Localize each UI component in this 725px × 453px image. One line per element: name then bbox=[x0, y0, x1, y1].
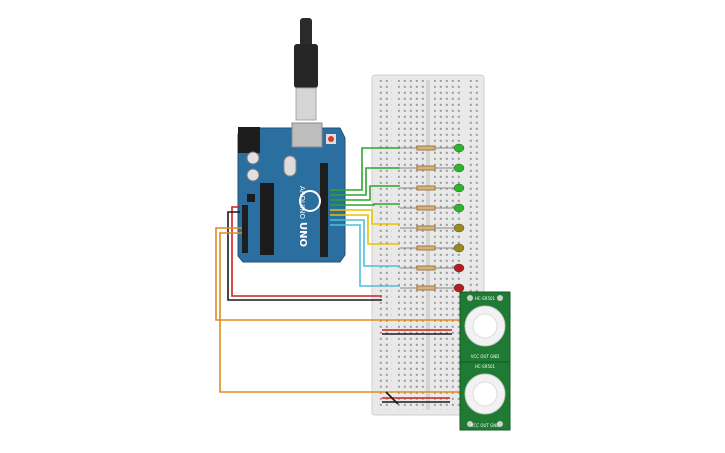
usb-port bbox=[291, 122, 323, 148]
wire-green-1 bbox=[330, 147, 400, 191]
arduino-logo bbox=[299, 190, 321, 212]
led-green bbox=[453, 203, 465, 213]
resistor bbox=[416, 165, 436, 171]
pir-sensor-1: HC-SR501 VCC OUT GND bbox=[459, 291, 511, 363]
digital-header bbox=[320, 163, 328, 257]
wire-red-5v bbox=[231, 206, 382, 297]
led-yellow bbox=[453, 243, 465, 253]
wire-black-gnd bbox=[227, 211, 382, 301]
leds bbox=[453, 143, 465, 293]
led-green bbox=[453, 163, 465, 173]
resistor bbox=[416, 185, 436, 191]
led-green bbox=[453, 183, 465, 193]
pir-sensor-2: HC-SR501 VCC OUT GND bbox=[459, 361, 511, 431]
wire-orange-a0 bbox=[215, 227, 462, 321]
wire-cyan-2 bbox=[330, 224, 400, 287]
pir2-top-label: HC-SR501 bbox=[475, 364, 496, 369]
capacitor-2 bbox=[246, 168, 260, 182]
crystal bbox=[283, 155, 297, 177]
led-green bbox=[453, 143, 465, 153]
arduino-uno: ARDUINO UNO bbox=[237, 122, 346, 263]
pir1-top-label: HC-SR501 bbox=[475, 296, 496, 301]
arduino-model-text: UNO bbox=[297, 222, 308, 247]
led-yellow bbox=[453, 223, 465, 233]
resistor bbox=[416, 145, 436, 151]
pir2-bottom-label: VCC OUT GND bbox=[471, 423, 500, 428]
led-red bbox=[453, 283, 465, 293]
wire-yellow-2 bbox=[330, 214, 400, 245]
wire-cyan-1 bbox=[330, 219, 400, 267]
resistor bbox=[416, 225, 436, 231]
atmega-chip bbox=[260, 183, 274, 255]
arduino-brand-text: ARDUINO bbox=[298, 186, 306, 219]
resistors bbox=[400, 145, 455, 291]
wire-orange-a1 bbox=[219, 232, 462, 393]
usb-cable bbox=[294, 18, 318, 121]
resistor bbox=[416, 285, 436, 291]
wire-jumper-1 bbox=[385, 391, 399, 405]
power-wires bbox=[215, 206, 462, 405]
resistor bbox=[416, 265, 436, 271]
resistor bbox=[416, 205, 436, 211]
wire-green-4 bbox=[330, 203, 400, 206]
pir1-bottom-label: VCC OUT GND bbox=[471, 354, 500, 359]
signal-wires bbox=[330, 147, 400, 287]
wire-green-3 bbox=[330, 185, 400, 201]
power-jack bbox=[238, 127, 260, 153]
wire-yellow-1 bbox=[330, 209, 400, 225]
led-red bbox=[453, 263, 465, 273]
power-analog-header bbox=[242, 205, 248, 253]
capacitor-1 bbox=[246, 151, 260, 165]
resistor bbox=[416, 245, 436, 251]
wire-green-2 bbox=[330, 167, 400, 196]
